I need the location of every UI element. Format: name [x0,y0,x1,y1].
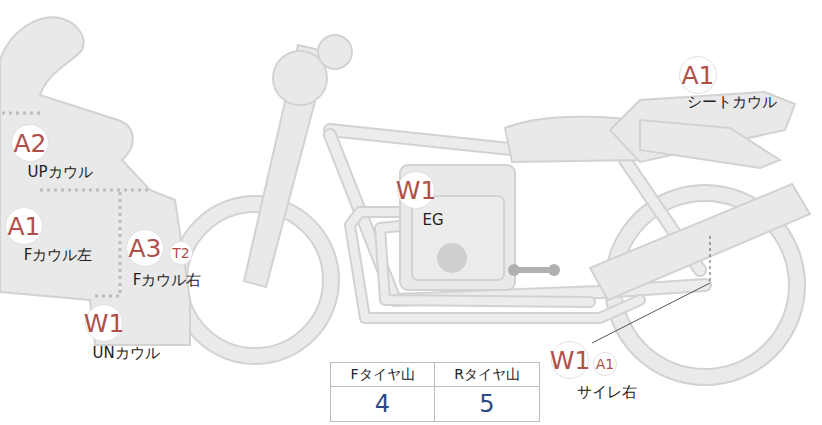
damage-code: W1 [397,171,435,209]
damage-code: T2 [169,241,193,265]
damage-code: A2 [11,124,49,162]
damage-marker: T2 [169,241,193,265]
damage-code: A1 [593,352,617,376]
part-name: Fカウル左 [24,246,93,264]
damage-marker: A1シートカウル [679,56,717,94]
damage-marker: A1Fカウル左 [5,207,43,245]
part-name: Fカウル右 [133,271,202,289]
damage-code: W1 [551,341,589,379]
part-name: シートカウル [687,93,777,111]
damage-marker: A3Fカウル右 [126,229,164,267]
part-name: EG [422,211,443,229]
tire-table: Fタイヤ山Rタイヤ山45 [330,362,540,422]
damage-marker: W1サイレ右 [551,341,589,379]
damage-marker: W1UNカウル [85,304,123,342]
part-name: UPカウル [27,163,92,181]
table-header: Rタイヤ山 [435,363,539,387]
damage-marker: W1EG [397,171,435,209]
table-value: 5 [435,387,539,421]
damage-marker: A2UPカウル [11,124,49,162]
damage-code: A1 [5,207,43,245]
damage-code: W1 [85,304,123,342]
table-value: 4 [331,387,435,421]
table-header: Fタイヤ山 [331,363,435,387]
part-name: サイレ右 [577,383,637,401]
damage-code: A3 [126,229,164,267]
part-name: UNカウル [92,344,159,362]
damage-code: A1 [679,56,717,94]
damage-marker: A1 [593,352,617,376]
